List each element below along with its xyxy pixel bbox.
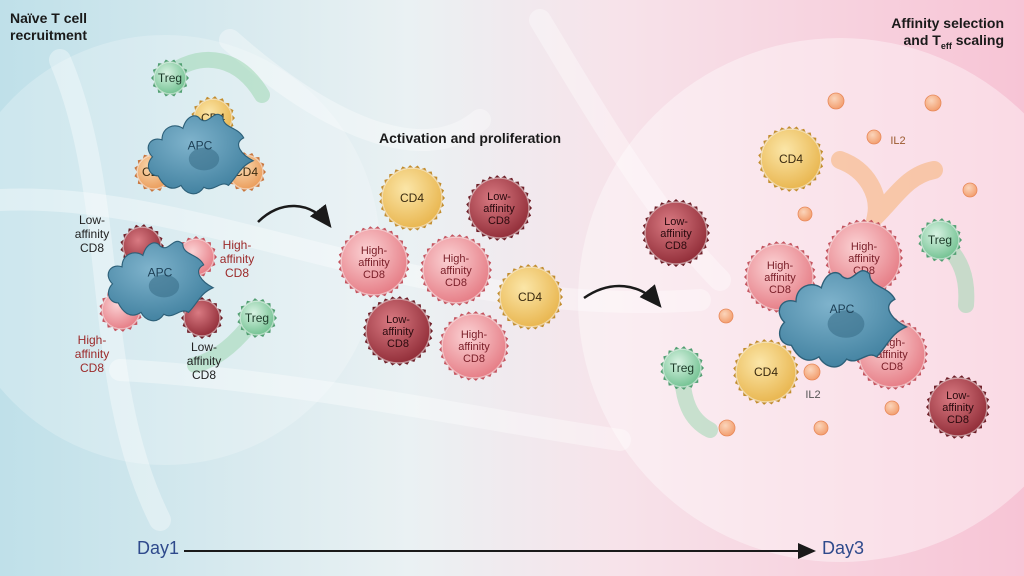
cd4-cell-7: CD4 (733, 339, 799, 405)
il2-particle-7 (803, 363, 821, 381)
heading-activation: Activation and proliferation (379, 130, 562, 146)
treg-cell-2-body (239, 300, 275, 336)
cd4-cell-6-label: CD4 (779, 152, 803, 166)
high-cd8-cell-5-body (441, 313, 507, 379)
apc-cell-2: APC (107, 240, 215, 322)
stage-arrow-2 (583, 284, 662, 308)
cd4-cell-4-body (381, 167, 443, 229)
high-cd8-cell-4-body (422, 236, 490, 304)
il2-flow (831, 151, 943, 244)
low-cd8-cell-2-body (183, 299, 221, 337)
low-cd8-cell-5-body (644, 201, 708, 265)
high-cd8-cell-3-body (340, 228, 408, 296)
treg-cell-1-label: Treg (158, 71, 182, 85)
il2-particle-6 (718, 308, 734, 324)
treg-cell-1-body (153, 61, 187, 95)
il2-particle-8 (718, 419, 736, 437)
low-cd8-cell-6-body (928, 377, 988, 437)
cd4-cell-6: CD4 (758, 126, 824, 192)
il2-particle-9 (813, 420, 829, 436)
treg-cell-3-body (920, 220, 960, 260)
cells-layer: TregCD4CD4CD4APCAPCTregCD4Low-affinityCD… (99, 59, 990, 439)
apc-cell-2-label: APC (148, 265, 173, 279)
il2-particle-3 (866, 129, 882, 145)
apc-cell-1-nucleus (188, 147, 220, 171)
cd4-cell-6-body (760, 128, 822, 190)
treg-cell-3: Treg (918, 218, 962, 262)
il2-particle-10 (884, 400, 900, 416)
cd4-cell-5-body (499, 266, 561, 328)
apc-cell-1-label: APC (188, 138, 213, 152)
cd4-cell-7-label: CD4 (754, 365, 778, 379)
il2-label-1: IL2 (890, 135, 905, 147)
vessel-decor (0, 9, 731, 531)
il2-particle-4 (797, 206, 813, 222)
apc-cell-3-label: APC (830, 302, 855, 316)
treg-cell-2: Treg (237, 298, 277, 338)
il2-particle-5 (962, 182, 978, 198)
il2-label-2: IL2 (805, 389, 820, 401)
stage-arrow-1 (257, 204, 332, 228)
treg-cell-1: Treg (151, 59, 189, 97)
apc-cell-1: APC (147, 113, 255, 195)
apc-cell-2-nucleus (148, 274, 180, 298)
low-cd8-cell-4-body (365, 298, 431, 364)
treg-cell-4-label: Treg (670, 361, 694, 375)
cd4-cell-4-label: CD4 (400, 191, 424, 205)
il2-particle-1 (827, 92, 845, 110)
cd4-cell-5-label: CD4 (518, 290, 542, 304)
timeline-start: Day1 (137, 538, 180, 558)
timeline-end: Day3 (822, 538, 865, 558)
treg-cell-4-body (662, 348, 702, 388)
treg-cell-4: Treg (660, 346, 704, 390)
low-cd8-cell-3-body (468, 177, 530, 239)
cd4-cell-4: CD4 (379, 165, 445, 231)
cd4-cell-5: CD4 (497, 264, 563, 330)
treg-cell-2-label: Treg (245, 311, 269, 325)
il2-particle-2 (924, 94, 942, 112)
apc-cell-3: APC (778, 270, 909, 368)
treg-cell-3-label: Treg (928, 233, 952, 247)
apc-cell-3-nucleus (827, 310, 865, 338)
cd4-cell-7-body (735, 341, 797, 403)
